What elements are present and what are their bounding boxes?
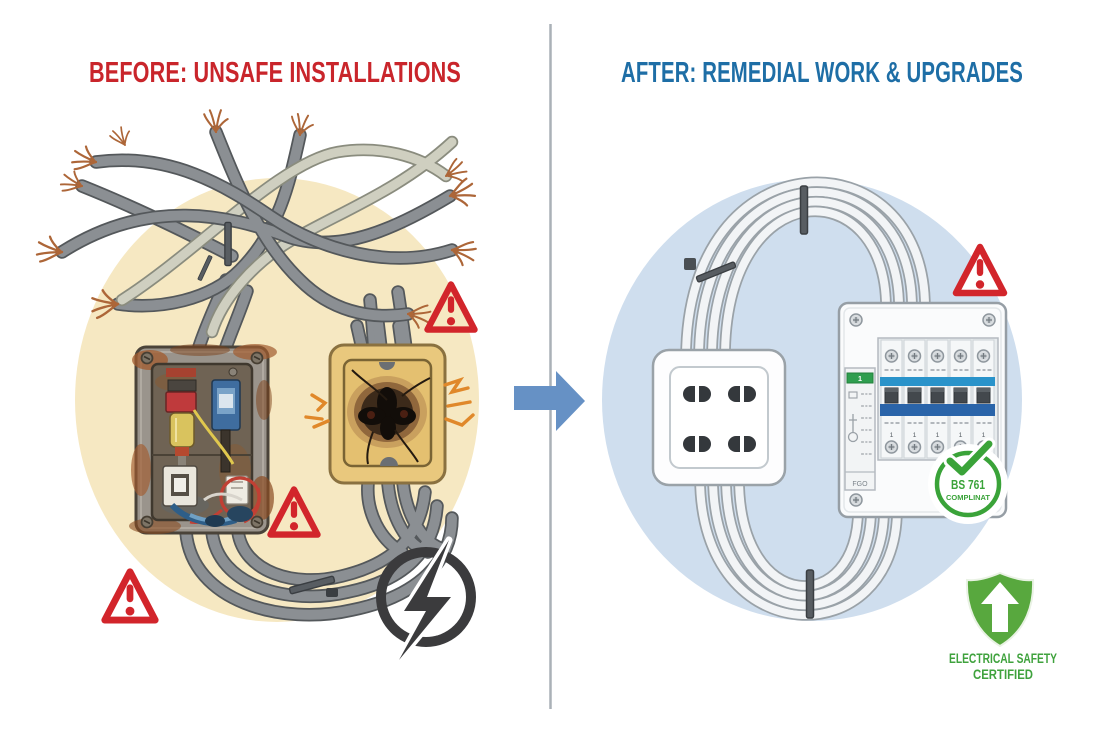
shield-caption-line2: CERTIFIED [973, 667, 1033, 682]
cable-arch-bottom [694, 472, 903, 621]
socket-slots [683, 386, 756, 452]
rcd-indicator-label: 1 [858, 374, 862, 383]
screw-icon [140, 515, 154, 529]
after-title: AFTER: REMEDIAL WORK & UPGRADES [621, 57, 1023, 89]
rcd-indicator [846, 372, 874, 384]
screw-icon [849, 493, 863, 507]
after-illustration: 1 FGO [602, 176, 1057, 682]
busbar-bottom [880, 404, 995, 416]
up-arrow-icon [981, 582, 1019, 632]
socket-notch [380, 457, 398, 466]
warning-triangle-icon [105, 572, 155, 620]
transition-arrow-icon [514, 371, 585, 431]
cable-tie [224, 221, 232, 267]
badge-line2: COMPLINAT [946, 493, 990, 502]
pole-marker: 1 [890, 432, 894, 439]
busbar-top [880, 377, 995, 386]
screw-icon [982, 313, 996, 327]
tangled-wires [35, 107, 480, 339]
before-title: BEFORE: UNSAFE INSTALLATIONS [89, 57, 461, 89]
scorch-mark [347, 376, 427, 448]
breaker-bank: 1 1 1 1 1 [877, 337, 999, 461]
cable-tie [799, 185, 809, 235]
badge-line1: BS 761 [951, 478, 985, 492]
old-fuse-components [162, 367, 261, 527]
cable-tie [805, 569, 815, 619]
rusty-junction-box [129, 344, 277, 535]
cable-tie-buckle [684, 258, 696, 270]
pole-marker: 1 [982, 432, 986, 439]
safety-shield-icon [965, 571, 1035, 648]
wall-socket [651, 348, 787, 487]
rcd-column: 1 FGO [844, 367, 876, 491]
screw-icon [140, 351, 154, 365]
screw-icon [250, 515, 264, 529]
screw-icon [849, 313, 863, 327]
breaker-details: 1 1 1 1 1 [883, 349, 993, 454]
lightning-bolt-icon [376, 536, 476, 664]
spark-icon [304, 376, 475, 429]
cable-tie-buckle [326, 588, 338, 597]
before-illustration [35, 107, 480, 664]
pole-marker: 1 [959, 432, 963, 439]
pole-marker: 1 [936, 432, 940, 439]
cracks [351, 369, 431, 465]
compliance-badge: BS 761 COMPLINAT [928, 437, 1008, 524]
screw-icon [250, 351, 264, 365]
socket-notch [379, 362, 395, 370]
cable-arch-top [680, 176, 931, 364]
shield-caption-line1: ELECTRICAL SAFETY [949, 651, 1057, 666]
burnt-socket [304, 343, 475, 485]
checkmark-icon [946, 440, 993, 476]
pole-marker: 1 [913, 432, 917, 439]
rcd-label: FGO [852, 481, 868, 488]
